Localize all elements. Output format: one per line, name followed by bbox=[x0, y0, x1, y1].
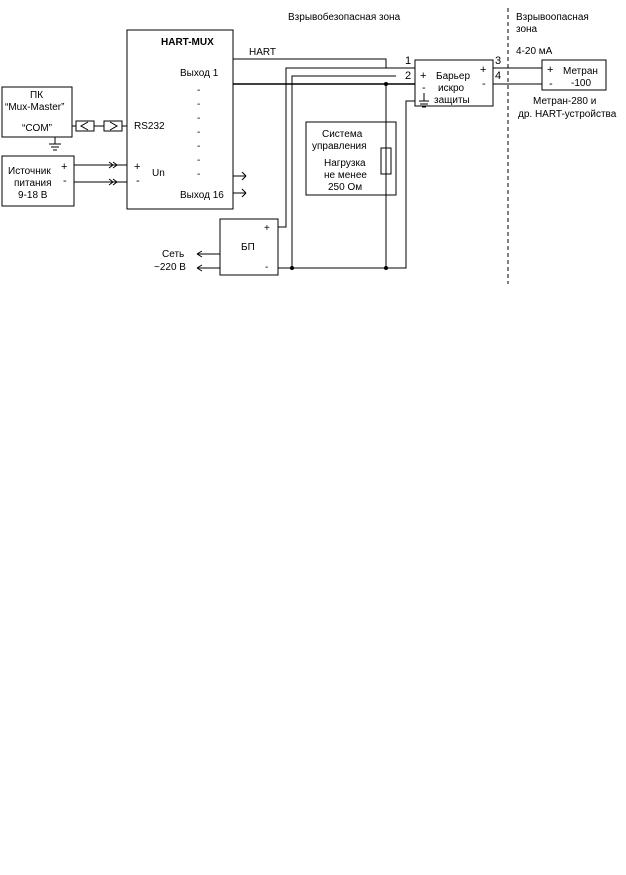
svg-text:-: - bbox=[197, 127, 200, 138]
bp-minus-wire bbox=[278, 100, 415, 269]
metran-label-1: Метран bbox=[563, 66, 598, 77]
mux-output-16-label: Выход 16 bbox=[180, 190, 224, 201]
hazardous-zone-label-1: Взрывоопасная bbox=[516, 12, 589, 23]
mains-cable-1 bbox=[196, 250, 220, 258]
power-source-label-1: Источник bbox=[8, 166, 51, 177]
safe-zone-label: Взрывобезопасная зона bbox=[288, 11, 401, 23]
control-system-label-1: Система bbox=[322, 129, 363, 140]
svg-text:-: - bbox=[197, 141, 200, 152]
mux-output-16-connector-icon bbox=[233, 171, 247, 198]
svg-text:-: - bbox=[197, 169, 200, 180]
hart-mux-block bbox=[126, 29, 234, 210]
svg-text:-: - bbox=[197, 85, 200, 96]
control-system-label-5: 250 Ом bbox=[328, 182, 362, 193]
barrier-label-1: Барьер bbox=[436, 71, 470, 82]
junction-dot bbox=[290, 266, 294, 270]
power-source-minus: - bbox=[63, 175, 67, 187]
power-source-label-3: 9-18 В bbox=[18, 190, 48, 201]
mains-cable-2 bbox=[196, 264, 220, 272]
devices-label-2: др. HART-устройства bbox=[518, 109, 617, 120]
mux-output-dashes: - - - - - - - bbox=[197, 85, 200, 180]
rs232-connector-left bbox=[75, 120, 95, 132]
mux-output-1-label: Выход 1 bbox=[180, 68, 219, 79]
bp-minus: - bbox=[265, 262, 268, 273]
rs232-connector-right bbox=[103, 120, 123, 132]
junction-dot bbox=[384, 266, 388, 270]
pc-label-1: ПК bbox=[30, 90, 43, 101]
power-cable-plus bbox=[74, 161, 127, 169]
terminal-1: 1 bbox=[405, 55, 411, 67]
devices-label-1: Метран-280 и bbox=[533, 96, 596, 107]
svg-text:-: - bbox=[197, 113, 200, 124]
current-label: 4-20 мА bbox=[516, 46, 553, 57]
svg-text:-: - bbox=[197, 155, 200, 166]
metran-minus: - bbox=[549, 78, 553, 90]
barrier-in-plus: + bbox=[420, 70, 426, 82]
mux-un-minus: - bbox=[136, 175, 140, 187]
metran-plus: + bbox=[547, 64, 553, 76]
barrier-label-2: искро bbox=[438, 83, 465, 94]
barrier-label-3: защиты bbox=[434, 95, 470, 106]
bp-block bbox=[219, 218, 279, 276]
control-system-label-2: управления bbox=[312, 141, 367, 152]
mains-label-2: ~220 В bbox=[154, 262, 186, 273]
barrier-out-minus: - bbox=[482, 78, 486, 90]
pc-ground-icon bbox=[49, 137, 61, 151]
metran-label-2: -100 bbox=[571, 78, 591, 89]
terminal-4: 4 bbox=[495, 70, 501, 82]
bp-label: БП bbox=[241, 242, 255, 253]
power-source-block bbox=[1, 155, 75, 207]
hazardous-zone-label-2: зона bbox=[516, 24, 538, 35]
bp-plus-wire bbox=[278, 67, 386, 228]
power-source-plus: + bbox=[61, 161, 67, 173]
barrier-ground-icon bbox=[419, 93, 429, 108]
power-cable-minus bbox=[74, 178, 127, 186]
power-source-label-2: питания bbox=[14, 178, 52, 189]
barrier-in-minus: - bbox=[422, 82, 426, 94]
control-system-label-3: Нагрузка bbox=[324, 158, 366, 169]
mains-label-1: Сеть bbox=[162, 249, 184, 260]
svg-text:-: - bbox=[197, 99, 200, 110]
hart-signal-label: HART bbox=[249, 47, 276, 58]
junction-dot bbox=[384, 82, 388, 86]
mux-un-label: Un bbox=[152, 168, 165, 179]
terminal-2: 2 bbox=[405, 70, 411, 82]
mux-un-plus: + bbox=[134, 161, 140, 173]
metran-block bbox=[541, 59, 607, 91]
terminal-3: 3 bbox=[495, 55, 501, 67]
barrier-out-plus: + bbox=[480, 64, 486, 76]
mux-rs232-label: RS232 bbox=[134, 121, 165, 132]
hart-mux-title: HART-MUX bbox=[161, 37, 214, 48]
pc-block bbox=[1, 86, 73, 138]
bp-plus: + bbox=[264, 223, 270, 234]
hart-wire bbox=[233, 58, 415, 69]
barrier-block bbox=[414, 59, 494, 107]
control-system-label-4: не менее bbox=[324, 170, 367, 181]
pc-label-2: “Mux-Master” bbox=[5, 102, 64, 113]
loop-wire bbox=[291, 75, 396, 268]
pc-label-3: “COM” bbox=[22, 123, 52, 134]
